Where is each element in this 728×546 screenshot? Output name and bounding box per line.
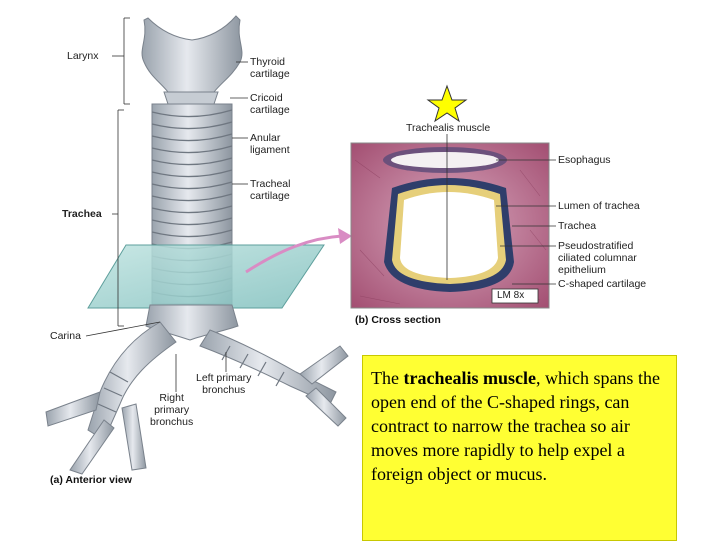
- section-plane: [87, 244, 325, 309]
- label-trachealis-muscle: Trachealis muscle: [406, 122, 491, 134]
- label-lumen-of-trachea: Lumen of trachea: [558, 200, 640, 212]
- label-epithelium: Pseudostratified ciliated columnar epith…: [558, 240, 637, 276]
- label-cricoid-cartilage: Cricoid cartilage: [250, 92, 290, 116]
- larynx-shape: [141, 15, 243, 105]
- cross-section-micrograph: [350, 142, 550, 309]
- bronchi: [45, 304, 349, 475]
- caption-anterior-view: (a) Anterior view: [50, 474, 132, 486]
- label-right-primary-bronchus: Right primary bronchus: [150, 392, 194, 428]
- label-tracheal-cartilage: Tracheal cartilage: [250, 178, 291, 202]
- label-magnification: LM 8x: [497, 290, 525, 301]
- note-text-after: , which spans the open end of the C-shap…: [371, 368, 660, 484]
- explanation-note: The trachealis muscle, which spans the o…: [362, 355, 677, 541]
- label-anular-ligament: Anular ligament: [250, 132, 290, 156]
- star-icon: [426, 84, 468, 123]
- label-larynx: Larynx: [67, 50, 99, 62]
- note-text-before: The: [371, 368, 404, 388]
- caption-cross-section: (b) Cross section: [355, 314, 441, 326]
- label-esophagus: Esophagus: [558, 154, 611, 166]
- label-carina: Carina: [50, 330, 81, 342]
- label-cross-trachea: Trachea: [558, 220, 597, 232]
- note-term: trachealis muscle: [403, 368, 536, 388]
- label-thyroid-cartilage: Thyroid cartilage: [250, 56, 290, 80]
- label-left-primary-bronchus: Left primary bronchus: [196, 372, 252, 396]
- label-trachea: Trachea: [62, 208, 102, 220]
- pointer-arrow: [245, 234, 343, 274]
- label-c-shaped-cartilage: C-shaped cartilage: [558, 278, 647, 290]
